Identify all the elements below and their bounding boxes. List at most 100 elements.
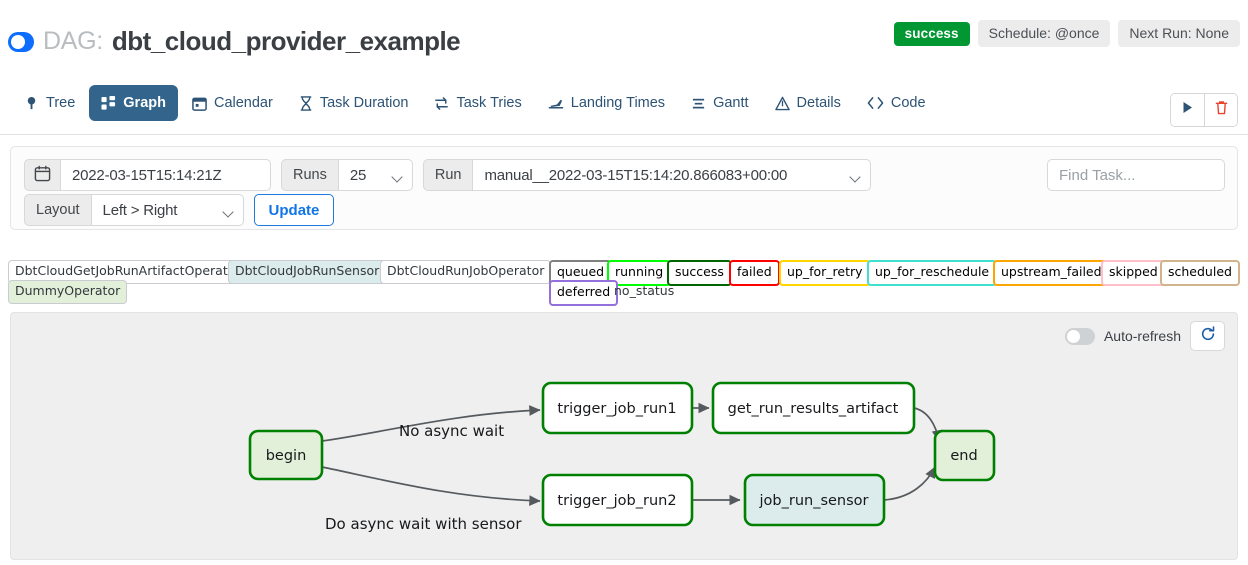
- tab-label: Graph: [123, 95, 166, 111]
- task-node-job-run-sensor[interactable]: job_run_sensor: [743, 473, 886, 527]
- gantt-icon: [691, 96, 706, 111]
- tab-landing-times[interactable]: Landing Times: [536, 85, 677, 121]
- refresh-icon: [1200, 325, 1216, 347]
- tab-label: Details: [796, 95, 841, 111]
- edge-begin-to-trigger-job-run2: [321, 466, 541, 506]
- controls-row-bottom: Layout Left > Right Update: [24, 194, 335, 226]
- tab-calendar[interactable]: Calendar: [180, 85, 285, 121]
- legend-state-deferred[interactable]: deferred: [549, 280, 619, 306]
- find-task-input[interactable]: Find Task...: [1047, 159, 1225, 191]
- legend-state-up-for-retry[interactable]: up_for_retry: [779, 260, 871, 286]
- legend-operator-1[interactable]: DbtCloudJobRunSensor: [228, 260, 387, 284]
- legend-bar: DbtCloudGetJobRunArtifactOperator DbtClo…: [0, 256, 1248, 310]
- tab-tree[interactable]: Tree: [12, 85, 87, 121]
- page-header: DAG: dbt_cloud_provider_example success …: [0, 0, 1248, 72]
- tab-label: Landing Times: [570, 95, 666, 111]
- runs-label: Runs: [281, 159, 339, 191]
- task-node-get-run-results-artifact[interactable]: get_run_results_artifact: [711, 381, 916, 435]
- page-title: dbt_cloud_provider_example: [111, 26, 461, 56]
- legend-operator-0[interactable]: DbtCloudGetJobRunArtifactOperator: [8, 260, 248, 284]
- legend-state-no-status: no_status: [614, 283, 675, 298]
- header-badges: success Schedule: @once Next Run: None: [893, 20, 1240, 47]
- code-brackets-icon: [867, 96, 884, 110]
- task-node-trigger-job-run2[interactable]: trigger_job_run2: [541, 473, 694, 527]
- task-node-label: trigger_job_run2: [557, 493, 676, 509]
- legend-operator-2[interactable]: DbtCloudRunJobOperator: [380, 260, 552, 284]
- auto-refresh-toggle[interactable]: [1064, 327, 1095, 345]
- edge-begin-to-trigger-job-run1: [321, 405, 541, 442]
- tab-label: Task Duration: [319, 95, 409, 111]
- legend-state-skipped[interactable]: skipped: [1101, 260, 1166, 286]
- play-icon: [1181, 101, 1194, 119]
- dag-action-buttons: [1170, 93, 1238, 127]
- legend-state-upstream-failed[interactable]: upstream_failed: [993, 260, 1110, 286]
- controls-row-top: 2022-03-15T15:14:21Z Runs 25 Run manual_…: [24, 159, 872, 191]
- tab-label: Gantt: [713, 95, 749, 111]
- legend-operator-3[interactable]: DummyOperator: [8, 280, 128, 304]
- dag-label: DAG:: [43, 27, 103, 55]
- trash-icon: [1215, 100, 1228, 120]
- task-node-end[interactable]: end: [933, 429, 996, 482]
- calendar-icon: [34, 165, 51, 186]
- dag-graph-canvas[interactable]: No async wait Do async wait with sensor …: [11, 313, 1238, 560]
- tab-gantt[interactable]: Gantt: [679, 85, 760, 121]
- tab-task-duration[interactable]: Task Duration: [287, 85, 421, 121]
- runs-select[interactable]: 25: [338, 159, 413, 191]
- view-tabs: Tree Graph Calendar: [12, 85, 938, 121]
- update-button[interactable]: Update: [253, 194, 335, 226]
- warning-triangle-icon: [774, 96, 790, 111]
- graph-nodes: begin trigger_job_run1 get_run_results_a…: [248, 381, 996, 527]
- calendar-addon[interactable]: [24, 159, 61, 191]
- tab-details[interactable]: Details: [763, 85, 853, 121]
- auto-refresh-row: Auto-refresh: [1064, 321, 1225, 351]
- hourglass-icon: [299, 95, 313, 111]
- edge-label-no-async-wait: No async wait: [399, 422, 504, 440]
- delete-dag-button[interactable]: [1204, 94, 1237, 126]
- execution-date-group: 2022-03-15T15:14:21Z: [24, 159, 271, 191]
- run-group: Run manual__2022-03-15T15:14:20.866083+0…: [422, 159, 872, 191]
- task-node-label: end: [950, 448, 977, 464]
- landing-icon: [548, 96, 564, 111]
- run-select[interactable]: manual__2022-03-15T15:14:20.866083+00:00: [473, 159, 872, 191]
- task-node-label: get_run_results_artifact: [728, 401, 899, 417]
- dag-title-row: DAG: dbt_cloud_provider_example: [8, 26, 461, 57]
- calendar-icon: [192, 96, 207, 111]
- graph-icon: [101, 95, 116, 111]
- schedule-badge[interactable]: Schedule: @once: [977, 20, 1111, 47]
- runs-group: Runs 25: [281, 159, 413, 191]
- controls-bar: 2022-03-15T15:14:21Z Runs 25 Run manual_…: [10, 146, 1238, 230]
- legend-state-up-for-reschedule[interactable]: up_for_reschedule: [867, 260, 998, 286]
- tab-label: Task Tries: [456, 95, 522, 111]
- layout-select[interactable]: Left > Right: [91, 194, 244, 226]
- layout-group: Layout Left > Right: [24, 194, 244, 226]
- tab-label: Calendar: [213, 95, 273, 111]
- legend-state-failed[interactable]: failed: [729, 260, 780, 286]
- task-node-label: job_run_sensor: [759, 493, 869, 509]
- edge-sensor-to-end: [883, 466, 936, 501]
- tab-label: Tree: [46, 95, 76, 111]
- tab-code[interactable]: Code: [855, 85, 938, 121]
- refresh-button[interactable]: [1190, 321, 1225, 351]
- view-tabs-bar: Tree Graph Calendar: [0, 79, 1248, 135]
- auto-refresh-label: Auto-refresh: [1103, 328, 1181, 344]
- task-node-begin[interactable]: begin: [248, 429, 324, 481]
- task-node-trigger-job-run1[interactable]: trigger_job_run1: [541, 381, 694, 435]
- execution-date-input[interactable]: 2022-03-15T15:14:21Z: [61, 159, 271, 191]
- trigger-dag-button[interactable]: [1171, 94, 1204, 126]
- tree-icon: [24, 96, 39, 111]
- edge-label-do-async-wait-with-sensor: Do async wait with sensor: [325, 515, 522, 533]
- run-label: Run: [422, 159, 474, 191]
- next-run-badge: Next Run: None: [1118, 20, 1240, 47]
- tab-graph[interactable]: Graph: [89, 85, 178, 121]
- layout-label: Layout: [24, 194, 92, 226]
- dag-pause-toggle-icon[interactable]: [8, 31, 34, 52]
- task-node-label: begin: [266, 448, 307, 464]
- tab-task-tries[interactable]: Task Tries: [422, 85, 533, 121]
- tab-label: Code: [890, 95, 926, 111]
- task-node-label: trigger_job_run1: [557, 401, 676, 417]
- dag-graph-panel: Auto-refresh: [10, 312, 1238, 560]
- legend-state-scheduled[interactable]: scheduled: [1160, 260, 1240, 286]
- status-badge: success: [893, 21, 970, 46]
- legend-state-running[interactable]: running: [607, 260, 672, 286]
